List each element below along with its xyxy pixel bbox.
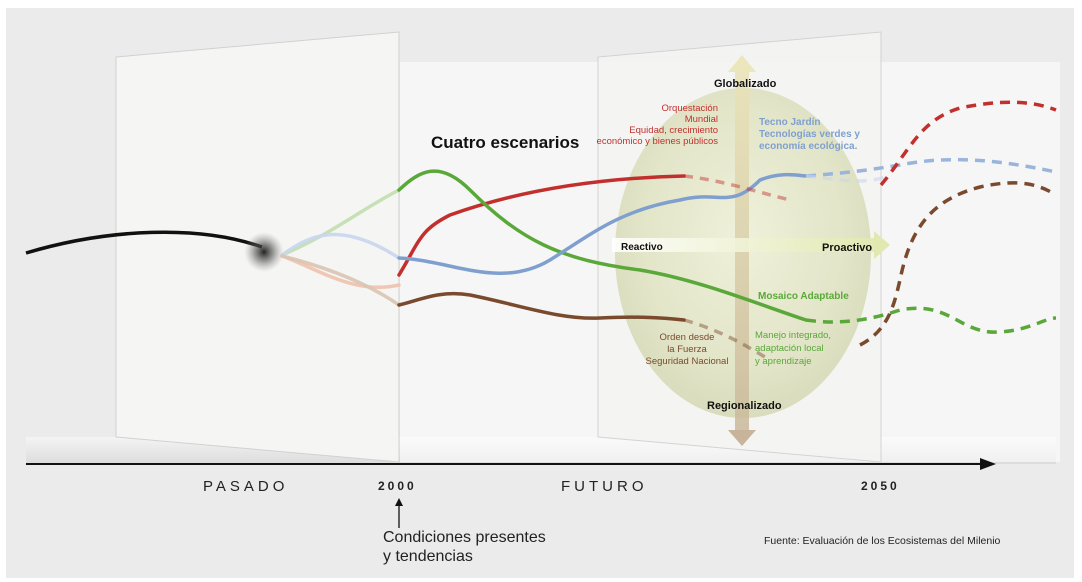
timeline-future-label: FUTURO	[561, 478, 648, 495]
orquestacion-name-1: Orquestación	[661, 103, 718, 114]
timeline-arrowhead	[980, 458, 996, 470]
orden-desc-1: Seguridad Nacional	[645, 356, 729, 367]
axis-label-proactivo: Proactivo	[822, 242, 873, 254]
scenario-mosaico-desc: Manejo integrado, adaptación local y apr…	[755, 329, 831, 368]
faded-starts	[280, 188, 401, 307]
timeline-year-present: 2000	[378, 479, 417, 493]
timeline-year-future: 2050	[861, 479, 900, 493]
orden-name-2: la Fuerza	[667, 344, 707, 355]
curve-mosaico	[397, 169, 808, 322]
orquestacion-name-2: Mundial	[684, 114, 718, 125]
past-trend-line	[25, 230, 263, 255]
globalized-regionalized-axis	[728, 55, 756, 446]
scenario-orden-label: Orden desde la Fuerza Seguridad Nacional	[632, 332, 742, 368]
tecnojardin-name: Tecno Jardín	[759, 117, 821, 128]
axis-label-regionalizado: Regionalizado	[707, 400, 782, 412]
tecnojardin-desc-1: Tecnologías verdes y	[759, 129, 860, 140]
mosaico-desc-3: y aprendizaje	[755, 356, 812, 367]
curve-tecnojardin	[397, 172, 808, 275]
mosaico-desc-2: adaptación local	[755, 343, 824, 354]
present-point	[244, 232, 284, 272]
present-note-arrowhead	[395, 498, 403, 506]
diagram-title: Cuatro escenarios	[431, 133, 580, 152]
future-dashed-lines	[805, 100, 1057, 347]
present-note-line1: Condiciones presentes	[383, 529, 546, 546]
source-credit: Fuente: Evaluación de los Ecosistemas de…	[764, 535, 1001, 547]
scenario-orquestacion-label: Orquestación Mundial Equidad, crecimient…	[596, 103, 718, 147]
sphere-dotted-continuation	[683, 174, 791, 362]
tecnojardin-desc-2: economía ecológica.	[759, 141, 858, 152]
axis-label-reactivo: Reactivo	[621, 242, 663, 253]
timeline-past-label: PASADO	[203, 478, 289, 495]
orden-name-1: Orden desde	[659, 332, 715, 343]
reactive-proactive-axis	[612, 231, 890, 259]
orquestacion-desc-1: Equidad, crecimiento	[629, 125, 718, 136]
scenario-mosaico-name: Mosaico Adaptable	[758, 291, 849, 302]
present-conditions-note: Condiciones presentes y tendencias	[383, 528, 546, 566]
axis-label-globalizado: Globalizado	[714, 78, 777, 90]
curve-orquestacion	[397, 174, 686, 277]
present-note-line2: y tendencias	[383, 548, 473, 565]
mosaico-desc-1: Manejo integrado,	[755, 330, 832, 341]
orquestacion-desc-2: económico y bienes públicos	[596, 136, 718, 147]
curve-orden	[397, 291, 686, 322]
scenario-tecnojardin-label: Tecno Jardín Tecnologías verdes y econom…	[759, 117, 860, 153]
